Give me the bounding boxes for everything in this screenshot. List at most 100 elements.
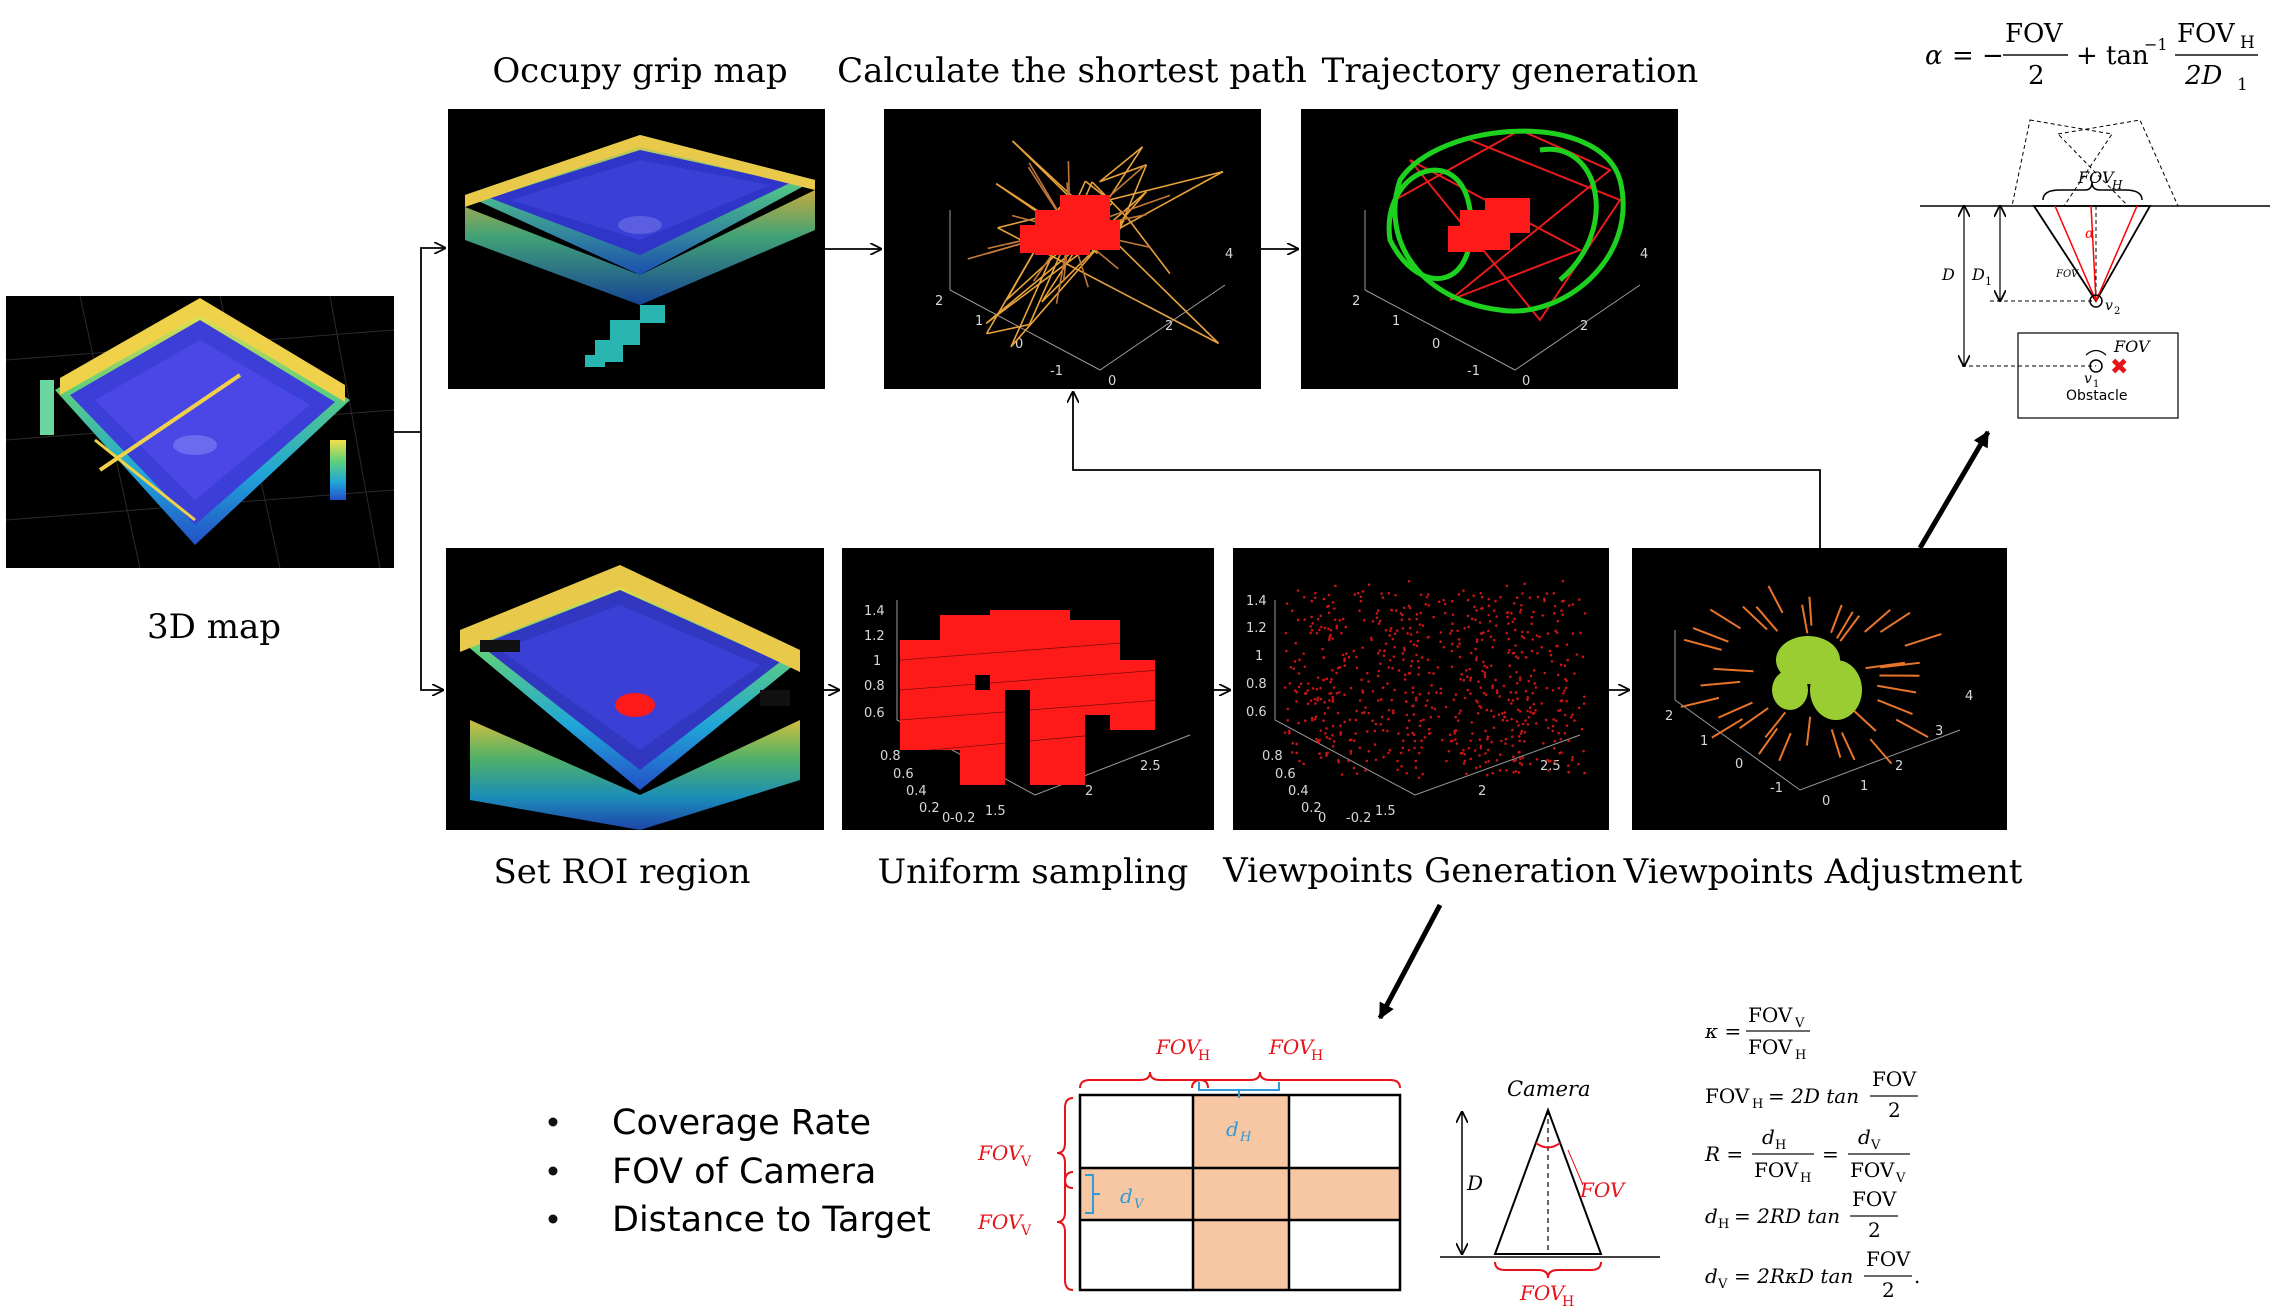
svg-text:0: 0 [1318, 811, 1326, 826]
svg-text:FOV: FOV [1852, 1187, 1897, 1211]
svg-text:0.8: 0.8 [880, 749, 901, 764]
svg-text:2D: 2D [2184, 61, 2223, 91]
svg-text:FOV: FOV [1872, 1067, 1917, 1091]
svg-text:2: 2 [1895, 759, 1903, 774]
svg-text:D: D [1971, 265, 1985, 284]
svg-text:2: 2 [1165, 319, 1173, 334]
svg-text:3: 3 [1935, 724, 1943, 739]
svg-text:= 2RD tan: = 2RD tan [1734, 1204, 1840, 1228]
svg-text:FOV: FOV [1268, 1035, 1316, 1059]
svg-text:1: 1 [1700, 734, 1708, 749]
svg-text:H: H [1562, 1294, 1574, 1310]
bullet-list: Coverage Rate FOV of Camera Distance to … [548, 1103, 931, 1240]
svg-text:v: v [2105, 298, 2113, 314]
svg-text:2: 2 [1888, 1098, 1901, 1122]
svg-text:0.8: 0.8 [1262, 749, 1283, 764]
geometry-labels: FOV H D D 1 α FOV v 2 FOV v 1 Obstacle ✖ [1941, 168, 2151, 404]
svg-text:0.2: 0.2 [919, 801, 940, 816]
svg-text:d: d [1705, 1204, 1718, 1228]
svg-text:2: 2 [1868, 1218, 1881, 1242]
image-viewpoints-generation: 1.4 1.2 1 0.8 0.6 0.8 0.6 0.4 0.2 0 -0.2… [1233, 548, 1609, 830]
svg-text:2: 2 [1882, 1278, 1895, 1302]
arrow-to-geometry [1917, 430, 1991, 550]
svg-text:V: V [1020, 1223, 1032, 1239]
svg-text:4: 4 [1225, 247, 1233, 262]
svg-text:Camera: Camera [1507, 1077, 1591, 1101]
svg-text:FOV: FOV [1705, 1084, 1750, 1108]
svg-text:FOV: FOV [2113, 337, 2151, 356]
obstacle-x-icon: ✖ [2110, 355, 2128, 380]
svg-text:4: 4 [1965, 689, 1973, 704]
svg-text:H: H [1718, 1217, 1729, 1232]
svg-text:1.5: 1.5 [985, 804, 1006, 819]
svg-text:H: H [1800, 1171, 1811, 1186]
svg-text:0: 0 [942, 811, 950, 826]
svg-text:2: 2 [1580, 319, 1588, 334]
bullet-fov-of-camera: FOV of Camera [612, 1152, 876, 1192]
label-set-roi-region: Set ROI region [494, 852, 751, 892]
image-viewpoints-adjustment: 2 1 0 -1 0 1 2 3 4 [1632, 548, 2007, 830]
svg-text:1: 1 [1392, 314, 1400, 329]
svg-text:FOV: FOV [1748, 1035, 1793, 1059]
svg-text:d: d [1858, 1125, 1871, 1149]
image-shortest-path: 2 1 0 -1 0 2 4 [884, 109, 1261, 389]
svg-text:= 2D tan: = 2D tan [1768, 1084, 1859, 1108]
image-uniform-sampling: 1.4 1.2 1 0.8 0.6 0.8 0.6 0.4 0.2 0 -0.2… [842, 548, 1214, 830]
alpha-formula: α = − FOV 2 + tan −1 FOV H 2D 1 [1925, 19, 2258, 95]
svg-text:V: V [1134, 1197, 1145, 1212]
camera-cone-diagram [1440, 1107, 1660, 1279]
coverage-grid [1056, 1071, 1402, 1292]
svg-text:H: H [1775, 1138, 1786, 1153]
svg-text:1: 1 [2093, 379, 2099, 390]
svg-text:= 2RκD tan: = 2RκD tan [1734, 1264, 1853, 1288]
svg-text:2: 2 [1085, 784, 1093, 799]
svg-text:1.4: 1.4 [1246, 594, 1267, 609]
svg-text:V: V [1870, 1138, 1881, 1153]
svg-text:0.4: 0.4 [906, 784, 927, 799]
svg-text:FOV: FOV [1866, 1247, 1911, 1271]
svg-text:H: H [1198, 1048, 1210, 1064]
image-trajectory-generation: 2 1 0 -1 0 2 4 [1301, 109, 1678, 389]
image-set-roi-region [446, 548, 824, 830]
svg-text:v: v [2084, 371, 2092, 387]
svg-text:0.6: 0.6 [1246, 705, 1267, 720]
svg-text:1.5: 1.5 [1375, 804, 1396, 819]
svg-text:FOV: FOV [2177, 19, 2236, 49]
svg-text:FOV: FOV [2077, 168, 2115, 187]
camera-cone-labels: Camera D FOV FOV H [1466, 1077, 1627, 1310]
svg-text:2: 2 [1665, 709, 1673, 724]
svg-text:V: V [1020, 1154, 1032, 1170]
svg-text:d: d [1120, 1184, 1133, 1208]
svg-text:2.5: 2.5 [1140, 759, 1161, 774]
axis-ticks-traj: 2 1 0 -1 0 2 4 [1352, 247, 1648, 389]
svg-text:1.2: 1.2 [864, 629, 885, 644]
svg-text:1: 1 [975, 314, 983, 329]
svg-text:FOV: FOV [1748, 1003, 1793, 1027]
svg-text:2: 2 [1478, 784, 1486, 799]
svg-text:FOV: FOV [1579, 1178, 1627, 1202]
svg-text:+ tan: + tan [2076, 41, 2149, 71]
svg-text:2: 2 [1352, 294, 1360, 309]
svg-text:2: 2 [935, 294, 943, 309]
svg-text:FOV: FOV [2055, 269, 2080, 280]
bullet-distance-to-target: Distance to Target [612, 1200, 931, 1240]
svg-text:H: H [2111, 178, 2123, 192]
svg-text:1: 1 [2237, 75, 2248, 95]
svg-text:0: 0 [1735, 757, 1743, 772]
coverage-grid-labels: FOV H FOV H FOV V FOV V d H d V [977, 1035, 1323, 1239]
svg-text:0.8: 0.8 [864, 679, 885, 694]
svg-text:0.6: 0.6 [864, 706, 885, 721]
svg-text:0.6: 0.6 [893, 767, 914, 782]
svg-text:0.6: 0.6 [1275, 767, 1296, 782]
svg-text:1: 1 [1860, 779, 1868, 794]
svg-text:2: 2 [2114, 306, 2120, 317]
svg-text:α: α [2085, 226, 2095, 242]
svg-text:4: 4 [1640, 247, 1648, 262]
label-trajectory-generation: Trajectory generation [1322, 51, 1699, 91]
svg-text:=: = [1822, 1142, 1839, 1166]
label-occupy-grid-map: Occupy grip map [492, 51, 787, 91]
svg-text:R =: R = [1704, 1142, 1743, 1166]
axis-ticks-vpgen: 1.4 1.2 1 0.8 0.6 0.8 0.6 0.4 0.2 0 -0.2… [1246, 594, 1561, 826]
svg-text:= −: = − [1952, 41, 2004, 71]
